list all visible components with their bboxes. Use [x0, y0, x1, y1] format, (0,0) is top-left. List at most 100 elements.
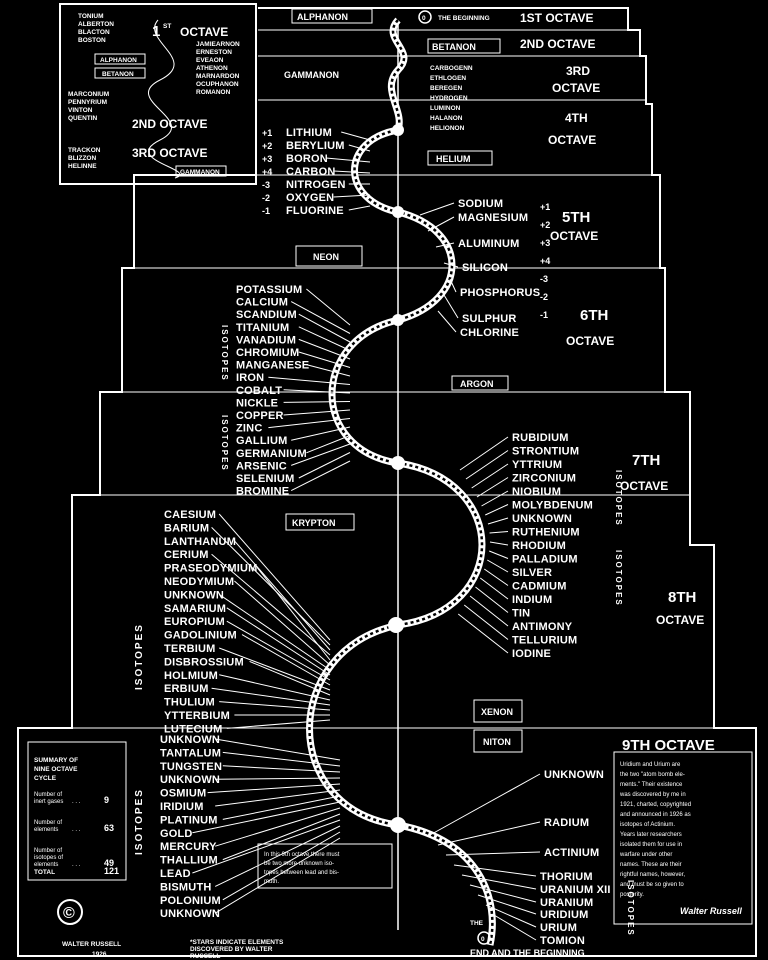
octave6-element: CHROMIUM: [236, 347, 299, 359]
note-line: isotopes of Actinium.: [620, 822, 675, 828]
octave9-element-right: UNKNOWN: [544, 769, 604, 781]
leader-line: [222, 831, 341, 901]
octave2-title: 2ND OCTAVE: [520, 37, 596, 51]
octave4-element: OXYGEN: [286, 192, 334, 204]
leader-line: [218, 513, 331, 641]
copyright-mark: ©: [63, 905, 75, 922]
leader-line: [469, 595, 509, 627]
octave7-element: IODINE: [512, 648, 551, 660]
leader-line: [463, 604, 509, 640]
inset-octave1-sup: ST: [163, 23, 171, 30]
leader-line: [429, 773, 541, 836]
footer: © WALTER RUSSELL 1926 *STARS INDICATE EL…: [57, 899, 585, 960]
leader-line: [479, 577, 509, 600]
leader-line: [476, 477, 509, 498]
leader-line: [333, 170, 371, 174]
stars-note-line: RUSSELL: [190, 953, 220, 960]
leader-line: [306, 364, 351, 377]
octave7-element: TELLURIUM: [512, 635, 577, 647]
octave6-isotopes-label: ISOTOPES: [220, 415, 229, 472]
leader-line: [226, 607, 331, 676]
leader-line: [489, 531, 509, 534]
octave8-element: PRASEODYMIUM: [164, 563, 257, 575]
octave6-element: COBALT: [236, 385, 282, 397]
summary-row-label: isotopes of: [34, 855, 63, 861]
leader-line: [481, 490, 509, 507]
octave8-element: ERBIUM: [164, 683, 209, 695]
leader-line: [215, 738, 341, 761]
summary-row-value: 63: [104, 823, 114, 833]
octave7-element: ZIRCONIUM: [512, 473, 576, 485]
leader-line: [211, 687, 331, 706]
octave9-isotopes-label: ISOTOPES: [134, 788, 145, 855]
leader-line: [348, 205, 371, 211]
leader-line: [298, 452, 351, 479]
year-label: 1926: [92, 951, 107, 958]
octave5-element: MAGNESIUM: [458, 212, 528, 224]
leader-line: [459, 436, 509, 471]
xenon-label: XENON: [481, 707, 513, 717]
leader-line: [215, 807, 341, 847]
node-argon: [392, 314, 404, 326]
the-beginning-label: THE BEGINNING: [438, 15, 490, 22]
leader-line: [234, 540, 331, 651]
inset-element: ATHENON: [196, 65, 228, 72]
octave9-element-right: RADIUM: [544, 817, 589, 829]
octave6-element: ARSENIC: [236, 460, 287, 472]
leader-line: [219, 647, 331, 691]
leader-line: [493, 914, 537, 941]
inset-element: PENNYRIUM: [68, 99, 107, 106]
octave9: 9TH OCTAVE NITON UNKNOWNTANTALUMTUNGSTEN…: [134, 729, 753, 947]
inset-element: ERNESTON: [196, 49, 232, 56]
leader-line: [234, 580, 331, 666]
octave8-isotopes-label: ISOTOPES: [134, 623, 145, 690]
end-the: THE: [470, 920, 484, 927]
inset-right-elements-1: JAMIEARNONERNESTONEVEAONATHENONMARNARDON…: [196, 41, 240, 96]
octave8-element: CAESIUM: [164, 509, 216, 521]
leader-line: [325, 157, 371, 163]
octave6-element: GALLIUM: [236, 435, 288, 447]
octave3-element: CARBOGENN: [430, 65, 473, 72]
inset-element: HELINNE: [68, 163, 97, 170]
leader-line: [471, 463, 509, 489]
inset-element: QUENTIN: [68, 115, 98, 122]
summary-row-label: inert gases: [34, 799, 63, 805]
octave6-element: POTASSIUM: [236, 284, 302, 296]
leader-line: [241, 634, 331, 686]
inset-element: MARNARDON: [196, 73, 240, 80]
inset-box: 1 ST OCTAVE TONIUMALBERTONBLACTONBOSTON …: [59, 3, 257, 185]
octave3-title-num: 3RD: [566, 64, 590, 78]
octave8-title-num: 8TH: [668, 589, 696, 606]
summary-row-label: Number of: [34, 848, 62, 854]
octave5-valence: +2: [540, 220, 550, 230]
leader-line: [222, 813, 341, 861]
octave6: 6TH OCTAVE ARGON POTASSIUMCALCIUMSCANDIU…: [220, 284, 614, 498]
signature: Walter Russell: [680, 906, 742, 916]
summary-dots: . . .: [72, 862, 81, 868]
octave9-element: BISMUTH: [160, 881, 212, 893]
inset-element: JAMIEARNON: [196, 41, 240, 48]
octave9-element-right: URANIUM XII: [540, 884, 611, 896]
node-neon: [392, 206, 404, 218]
note-line: be two more unknown iso-: [264, 861, 334, 867]
note-line: ments." Their existence: [620, 782, 683, 788]
leader-line: [283, 409, 351, 416]
octave8-element: UNKNOWN: [164, 589, 224, 601]
leader-line: [219, 701, 331, 711]
octave4-title-num: 4TH: [565, 111, 588, 125]
leader-line: [211, 553, 331, 656]
octave6-title-word: OCTAVE: [566, 334, 614, 348]
inset-element: TONIUM: [78, 13, 104, 20]
octave7: 7TH OCTAVE KRYPTON RUBIDIUMSTRONTIUMYTTR…: [285, 432, 668, 660]
octave6-element: MANGANESE: [236, 360, 309, 372]
octave4-element: LITHIUM: [286, 127, 332, 139]
octave7-element: INDIUM: [512, 594, 552, 606]
gammanon-label: GAMMANON: [284, 70, 339, 80]
octave7-title-word: OCTAVE: [620, 479, 668, 493]
octave3-title-word: OCTAVE: [552, 81, 600, 95]
octave4-element: BERYLIUM: [286, 140, 345, 152]
